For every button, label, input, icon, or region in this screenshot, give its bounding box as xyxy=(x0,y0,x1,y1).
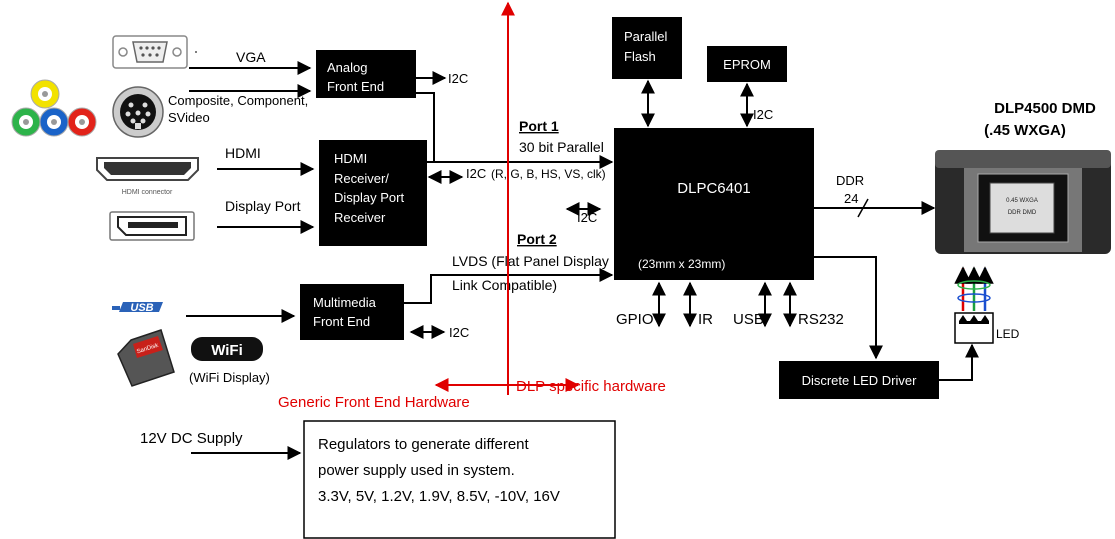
rca-connectors-icon xyxy=(11,79,97,137)
sd-card-icon: SanDisk xyxy=(117,329,175,387)
dmd-chip-icon: 0.45 WXGA DDR DMD xyxy=(935,150,1111,254)
multimedia-i2c-label: I2C xyxy=(449,325,469,340)
usb-logo-text: USB xyxy=(130,302,153,314)
dmd-title-1: DLP4500 DMD xyxy=(994,100,1096,117)
hdmi-i2c-label: I2C xyxy=(466,166,486,181)
svg-text:power supply used in system.: power supply used in system. xyxy=(318,462,515,479)
wifi-logo-icon: WiFi xyxy=(191,337,263,361)
svg-text:DDR DMD: DDR DMD xyxy=(1008,210,1037,216)
port1-title: Port 1 xyxy=(519,118,559,134)
svg-text:HDMI: HDMI xyxy=(334,151,367,166)
dlp-specific-label: DLP specific hardware xyxy=(516,378,666,395)
port2-title: Port 2 xyxy=(517,231,557,247)
svg-text:EPROM: EPROM xyxy=(723,57,771,72)
port2-desc-2: Link Compatible) xyxy=(452,277,557,293)
port1-signals: (R, G, B, HS, VS, clk) xyxy=(491,167,606,181)
ddr-label: DDR xyxy=(836,173,864,188)
svg-text:Analog: Analog xyxy=(327,60,367,75)
regulators-block: Regulators to generate different power s… xyxy=(303,420,616,539)
rs232-label: RS232 xyxy=(798,311,844,328)
svg-text:0.45 WXGA: 0.45 WXGA xyxy=(1006,198,1038,204)
rgb-led-icon xyxy=(954,266,994,344)
vga-connector-icon xyxy=(112,35,197,69)
ir-label: IR xyxy=(698,311,713,328)
analog-bus-wire xyxy=(416,92,435,162)
svg-text:Flash: Flash xyxy=(624,49,656,64)
parallel-flash-block: Parallel Flash xyxy=(612,17,682,79)
svg-text:Front End: Front End xyxy=(313,314,370,329)
display-port-label: Display Port xyxy=(225,198,301,214)
generic-front-end-label: Generic Front End Hardware xyxy=(278,394,470,411)
multimedia-front-end-block: Multimedia Front End xyxy=(300,284,404,340)
svg-text:Multimedia: Multimedia xyxy=(313,295,377,310)
ddr-width-label: 24 xyxy=(844,191,858,206)
svideo-label: SVideo xyxy=(168,110,210,125)
port2-desc-1: LVDS (Flat Panel Display xyxy=(452,253,609,269)
svg-text:Display Port: Display Port xyxy=(334,190,404,205)
svg-text:3.3V, 5V, 1.2V, 1.9V, 8.5V, -: 3.3V, 5V, 1.2V, 1.9V, 8.5V, -10V, 16V xyxy=(318,488,560,505)
dlpc6401-controller-block: DLPC6401 (23mm x 23mm) xyxy=(614,128,814,280)
eprom-block: EPROM xyxy=(707,46,787,82)
analog-front-end-block: Analog Front End xyxy=(316,50,416,98)
hdmi-receiver-block: HDMI Receiver/ Display Port Receiver xyxy=(319,140,427,246)
ddr-bus-slash xyxy=(857,198,869,218)
composite-label: Composite, Component, xyxy=(168,93,308,108)
hdmi-connector-icon: HDMI connector xyxy=(96,157,199,196)
wifi-display-caption: (WiFi Display) xyxy=(189,370,270,385)
hdmi-label: HDMI xyxy=(225,145,261,161)
usb-logo-icon: USB xyxy=(112,302,163,314)
discrete-led-driver-block: Discrete LED Driver xyxy=(779,361,939,399)
eprom-i2c-label: I2C xyxy=(753,107,773,122)
svideo-connector-icon xyxy=(112,86,164,138)
led-label: LED xyxy=(996,327,1020,341)
controller-i2c-label: I2C xyxy=(577,210,597,225)
hdmi-connector-caption: HDMI connector xyxy=(122,189,173,196)
analog-i2c-label: I2C xyxy=(448,71,468,86)
svg-text:Parallel: Parallel xyxy=(624,29,667,44)
usb-port-label: USB xyxy=(733,311,764,328)
display-port-connector-icon xyxy=(109,211,195,241)
port1-desc: 30 bit Parallel xyxy=(519,139,604,155)
controller-name: DLPC6401 xyxy=(677,180,750,197)
svg-text:Receiver: Receiver xyxy=(334,210,386,225)
svg-text:Front End: Front End xyxy=(327,79,384,94)
led-drive-wire xyxy=(939,343,979,381)
led-driver-control-wire xyxy=(814,256,883,360)
vga-label: VGA xyxy=(236,49,266,65)
gpio-label: GPIO xyxy=(616,311,654,328)
svg-text:Discrete LED Driver: Discrete LED Driver xyxy=(802,373,918,388)
wifi-logo-text: WiFi xyxy=(211,342,243,359)
port2-bus-wire xyxy=(404,268,614,304)
dc-supply-label: 12V DC Supply xyxy=(140,430,243,447)
controller-size: (23mm x 23mm) xyxy=(638,257,725,271)
svg-text:Regulators to generate differe: Regulators to generate different xyxy=(318,436,530,453)
dmd-title-2: (.45 WXGA) xyxy=(984,122,1066,139)
svg-text:Receiver/: Receiver/ xyxy=(334,171,389,186)
